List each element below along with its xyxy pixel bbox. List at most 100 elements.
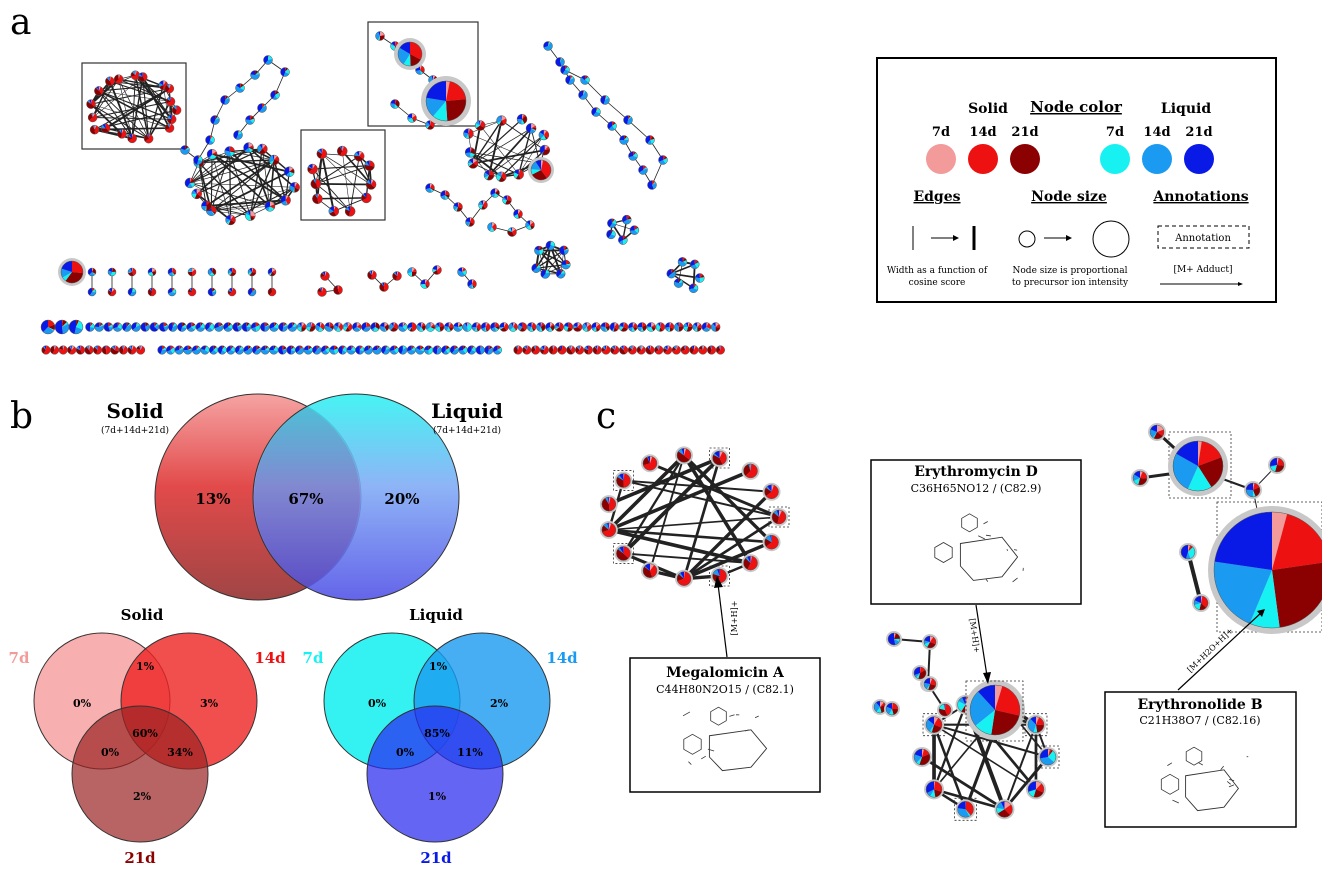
venn-solid-only-7d: 0%: [73, 697, 92, 710]
network-node: [526, 123, 536, 133]
network-node: [425, 184, 434, 193]
legend-node-size-title: Node size: [1031, 189, 1107, 205]
network-node: [391, 100, 400, 109]
network-node: [205, 323, 214, 332]
network-node: [497, 116, 507, 126]
network-node: [884, 701, 900, 717]
network-node: [113, 323, 122, 332]
network-node: [536, 323, 545, 332]
network-node: [390, 346, 399, 355]
network-node: [297, 323, 306, 332]
venn-liquid-only-7d: 0%: [368, 697, 387, 710]
network-node: [368, 271, 377, 280]
network-node: [312, 194, 322, 204]
venn-top-overlap: 67%: [288, 490, 323, 508]
network-node: [711, 449, 729, 467]
network-node: [235, 346, 244, 355]
network-node: [433, 346, 442, 355]
network-node: [337, 146, 347, 156]
network-node: [94, 86, 103, 95]
network-node: [600, 521, 618, 539]
network-node: [532, 264, 541, 273]
network-node: [539, 130, 549, 140]
network-node: [641, 454, 659, 472]
network-node: [647, 323, 656, 332]
network-node: [556, 58, 565, 67]
bond: [1007, 549, 1008, 551]
legend-swatch: [1010, 144, 1040, 174]
network-node: [361, 193, 371, 203]
venn-liquid-7d-label: 7d: [303, 649, 324, 667]
edge-arrow-head: [953, 235, 959, 241]
network-edge: [322, 154, 334, 211]
network-node: [218, 346, 227, 355]
network-node: [637, 346, 646, 355]
network-node: [242, 323, 251, 332]
node-slice: [279, 323, 284, 332]
network-node: [693, 323, 702, 332]
legend-liquid-label: Liquid: [1161, 101, 1211, 117]
network-node: [345, 206, 355, 216]
network-node: [221, 96, 230, 105]
node-slice: [260, 323, 265, 332]
network-node: [531, 346, 540, 355]
network-node: [334, 286, 343, 295]
network-node: [600, 96, 609, 105]
network-node: [886, 631, 902, 647]
network-node: [244, 346, 253, 355]
network-node: [1179, 543, 1197, 561]
network-node: [592, 108, 601, 117]
network-node: [684, 323, 693, 332]
network-edge: [502, 121, 545, 150]
network-node: [228, 288, 236, 296]
network-node: [168, 288, 176, 296]
network-node: [566, 346, 575, 355]
network-node: [306, 323, 315, 332]
network-node: [922, 676, 938, 692]
network-node: [194, 156, 203, 165]
network-node: [544, 42, 553, 51]
network-node: [1168, 436, 1228, 496]
network-node: [619, 323, 628, 332]
venn-liquid-title: Liquid: [409, 606, 463, 624]
network-node: [690, 260, 699, 269]
panel-b-letter: b: [10, 396, 33, 437]
network-node: [281, 195, 291, 205]
network-node: [638, 323, 647, 332]
network-node: [290, 182, 300, 192]
network-node: [763, 533, 781, 551]
node-slice: [106, 346, 110, 355]
network-node: [619, 346, 628, 355]
network-node: [373, 346, 382, 355]
network-node: [440, 191, 449, 200]
network-node: [514, 169, 524, 179]
network-node: [655, 346, 664, 355]
network-node: [476, 346, 485, 355]
network-node: [690, 346, 699, 355]
network-node: [607, 230, 616, 239]
legend-swatch: [1142, 144, 1172, 174]
network-node: [166, 346, 175, 355]
network-node: [208, 288, 216, 296]
network-node: [629, 152, 638, 161]
adduct-arrow-head: [1238, 282, 1243, 286]
network-node: [352, 323, 361, 332]
legend-swatch: [926, 144, 956, 174]
legend-swatch: [968, 144, 998, 174]
network-node: [698, 346, 707, 355]
network-node: [304, 346, 313, 355]
network-node: [235, 84, 244, 93]
venn-solid: Solid 7d 14d 21d 0% 1% 3% 60% 0% 34% 2%: [9, 606, 287, 867]
adduct-caption: [M+ Adduct]: [1173, 265, 1232, 275]
network-node: [408, 323, 417, 332]
network-node: [58, 258, 86, 286]
network-node: [994, 799, 1014, 819]
network-node: [364, 346, 373, 355]
network-node: [581, 76, 590, 85]
network-node: [88, 288, 96, 296]
network-node: [88, 113, 97, 122]
network-node: [128, 268, 136, 276]
network-node: [205, 136, 214, 145]
legend-solid-21d: 21d: [1011, 125, 1038, 140]
erythromycin-formula: C36H65NO12 / (C82.9): [911, 482, 1042, 495]
